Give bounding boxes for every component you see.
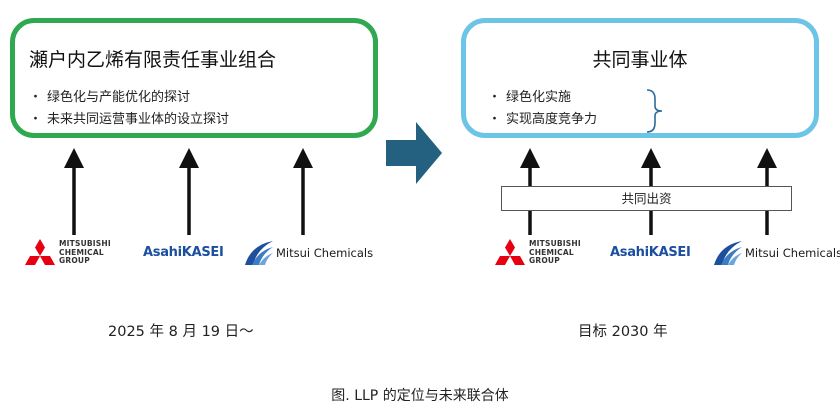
llp-bullet-item: ・绿色化与产能优化的探讨	[29, 90, 191, 105]
left-arrows	[64, 148, 313, 235]
joint-venture-bullet-item: ・绿色化实施	[488, 90, 572, 105]
joint-venture-bullet-list: ・绿色化实施 ・实现高度竞争力	[488, 87, 597, 131]
figure-caption: 图. LLP 的定位与未来联合体	[331, 388, 509, 404]
joint-venture-bullet-item: ・实现高度竞争力	[488, 112, 598, 127]
llp-box: 瀬户内乙烯有限责任事业组合 ・绿色化与产能优化的探讨 ・未来共同运营事业体的设立…	[10, 18, 378, 138]
mitsui-chemicals-swoosh-logo-icon	[714, 241, 742, 265]
mitsui-chemicals-logo: Mitsui Chemicals	[276, 246, 374, 260]
llp-bullet-list: ・绿色化与产能优化的探讨 ・未来共同运营事业体的设立探讨	[29, 87, 229, 131]
joint-venture-box: 共同事业体 ・绿色化实施 ・实现高度竞争力	[461, 18, 819, 138]
joint-venture-title: 共同事业体	[592, 49, 688, 71]
left-date-caption: 2025 年 8 月 19 日～	[108, 324, 254, 340]
up-arrow-icon	[64, 148, 84, 235]
asahi-kasei-logo: AsahiKASEI	[143, 245, 224, 260]
mitsubishi-diamonds-logo-icon	[25, 239, 55, 265]
mitsui-chemicals-logo: Mitsui Chemicals	[745, 246, 840, 260]
joint-investment-bar: 共同出资	[501, 186, 792, 211]
transition-arrow-icon	[386, 122, 442, 184]
llp-bullet-item: ・未来共同运营事业体的设立探讨	[29, 112, 230, 127]
llp-title: 瀬户内乙烯有限责任事业组合	[29, 49, 277, 71]
asahi-kasei-logo: AsahiKASEI	[610, 245, 691, 260]
mitsubishi-diamonds-logo-icon	[495, 239, 525, 265]
up-arrow-icon	[179, 148, 199, 235]
up-arrow-icon	[293, 148, 313, 235]
mitsui-chemicals-swoosh-logo-icon	[245, 241, 273, 265]
right-target-caption: 目标 2030 年	[578, 324, 668, 340]
right-brace-icon	[646, 89, 663, 133]
